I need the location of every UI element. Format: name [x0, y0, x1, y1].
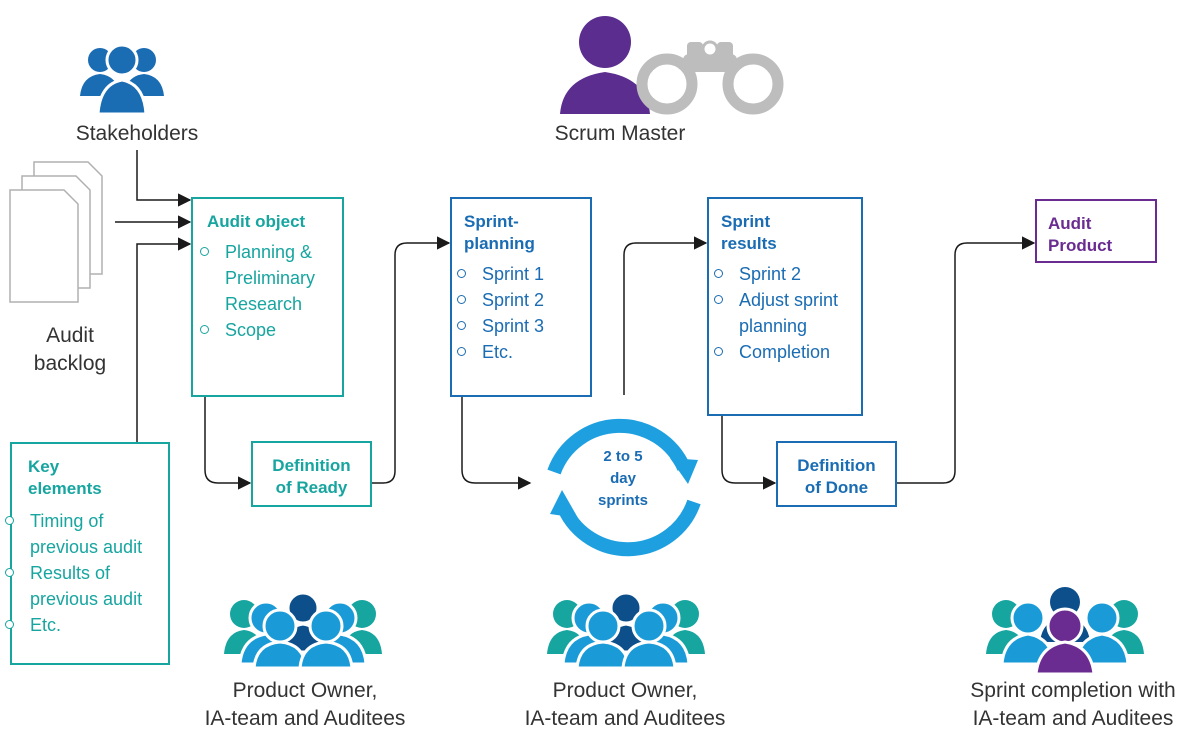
arrow-key-elements-to-audit-object [136, 237, 192, 445]
document-stack-icon [9, 161, 103, 303]
definition-of-done-box: Definition of Done [776, 441, 897, 507]
list-item: Timing of previous audit [5, 508, 162, 560]
list-item: Etc. [457, 339, 582, 365]
list-item: Results of previous audit [5, 560, 162, 612]
definition-of-ready-box: Definition of Ready [251, 441, 372, 507]
list-item: Completion [714, 339, 853, 365]
arrow-dod-to-audit-product [897, 236, 1036, 484]
binoculars-icon [636, 53, 784, 115]
sprint-results-list: Sprint 2 Adjust sprint planning Completi… [714, 261, 853, 365]
people-group-icon [80, 43, 164, 116]
sprint-planning-title: Sprint- planning [464, 212, 535, 253]
people-group-icon [547, 592, 705, 668]
group1-label: Product Owner, IA-team and Auditees [204, 679, 406, 730]
list-item: Scope [200, 317, 332, 343]
people-group-icon [224, 592, 382, 668]
list-item: Sprint 2 [457, 287, 582, 313]
arrow-sprint-planning-to-cycle [461, 397, 532, 490]
scrum-master-icon [560, 16, 784, 115]
audit-product-title: Audit Product [1048, 214, 1113, 255]
audit-object-list: Planning & Preliminary Research Scope [200, 239, 332, 343]
audit-object-box: Audit object Planning & Preliminary Rese… [191, 197, 344, 397]
sprint-results-title: Sprint results [721, 212, 777, 253]
list-item: Sprint 1 [457, 261, 582, 287]
audit-backlog-label: Audit backlog [33, 324, 107, 375]
arrow-audit-object-to-dor [204, 397, 252, 490]
sprint-planning-list: Sprint 1 Sprint 2 Sprint 3 Etc. [457, 261, 582, 365]
group2-label: Product Owner, IA-team and Auditees [524, 679, 726, 730]
list-item: Etc. [5, 612, 162, 638]
sprint-results-box: Sprint results Sprint 2 Adjust sprint pl… [707, 197, 863, 416]
cycle-arrows-icon [547, 418, 701, 557]
sprint-cycle-label: 2 to 5 day sprints [597, 448, 648, 509]
list-item: Planning & Preliminary Research [200, 239, 332, 317]
arrow-cycle-to-sprint-results [623, 236, 708, 395]
sprint-planning-box: Sprint- planning Sprint 1 Sprint 2 Sprin… [450, 197, 592, 397]
arrow-sprint-results-to-dod [721, 416, 777, 490]
list-item: Sprint 3 [457, 313, 582, 339]
audit-object-title: Audit object [207, 212, 306, 231]
arrow-stakeholders-to-audit-object [136, 150, 192, 207]
key-elements-title: Key elements [28, 457, 102, 498]
scrum-master-label: Scrum Master [554, 122, 686, 145]
arrow-dor-to-sprint-planning [372, 236, 451, 484]
stakeholders-label: Stakeholders [75, 122, 199, 145]
audit-product-box: Audit Product [1035, 199, 1157, 263]
people-group-icon [986, 587, 1144, 674]
group3-label: Sprint completion with IA-team and Audit… [970, 679, 1176, 730]
key-elements-list: Timing of previous audit Results of prev… [5, 508, 162, 638]
list-item: Sprint 2 [714, 261, 853, 287]
key-elements-box: Key elements Timing of previous audit Re… [5, 442, 170, 665]
list-item: Adjust sprint planning [714, 287, 853, 339]
